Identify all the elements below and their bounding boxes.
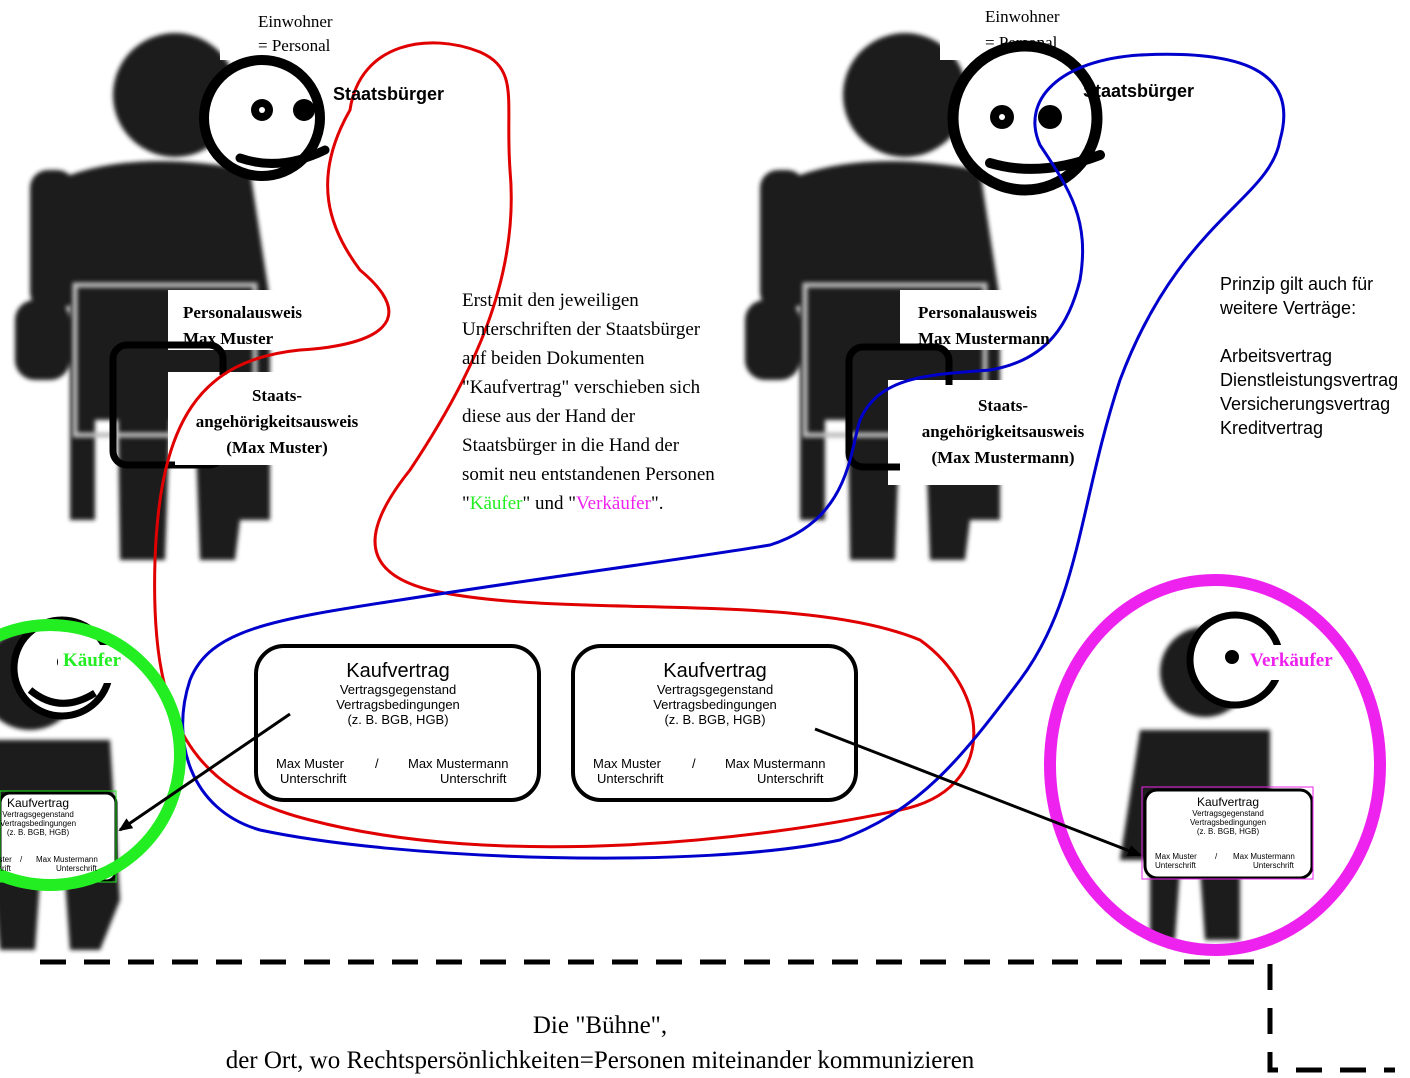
left-resident-line1: Einwohner [258,12,333,31]
explanation-seller-word: Verkäufer [576,493,651,514]
left-citizenship-line3: (Max Muster) [226,438,328,457]
explanation-line5: diese aus der Hand der [462,406,636,427]
left-resident-line2: = Personal [258,36,331,55]
explanation-line8: "Käufer" und "Verkäufer". [462,493,664,514]
right-citizenship-line2: angehörigkeitsausweis [921,422,1085,441]
explanation-line3: auf beiden Dokumenten [462,348,645,369]
explanation-line2: Unterschriften der Staatsbürger [462,319,701,340]
left-citizen-label: Staatsbürger [333,84,445,104]
principle-line2: weitere Verträge: [1220,298,1357,318]
stage-caption: Die "Bühne", der Ort, wo Rechtspersönlic… [0,1008,1200,1078]
contract-left-subject: Vertragsgegenstand [339,682,457,697]
blue-signature-loop [181,52,1286,860]
principle-item-work: Arbeitsvertrag [1220,346,1333,366]
explanation-line7: somit neu entstandenen Personen [462,464,715,485]
right-id-card-label: Personalausweis Max Mustermann [918,300,1050,352]
contract-right-terms: Vertragsbedingungen [653,697,777,712]
right-resident-line1: Einwohner [985,7,1060,26]
right-id-line2: Max Mustermann [918,329,1050,348]
contract-box-left [254,644,541,802]
seller-contract: Kaufvertrag Vertragsgegenstand Vertragsb… [1147,796,1309,876]
left-citizenship-line1: Staats- [251,386,303,405]
right-citizen-label: Staatsbürger [1083,81,1195,101]
seller-label: Verkäufer [1250,650,1333,671]
left-smiley-icon [199,55,330,181]
contract-left-separator: / [375,756,379,771]
contract-right-subject: Vertragsgegenstand [656,682,774,697]
left-citizenship-label: Staats- angehörigkeitsausweis (Max Muste… [172,383,382,461]
right-id-line1: Personalausweis [918,303,1037,322]
arrow-to-buyer [118,712,291,832]
contract-right-separator: / [692,756,696,771]
contract-left: Kaufvertrag Vertragsgegenstand Vertragsb… [258,660,538,798]
contract-left-law: (z. B. BGB, HGB) [347,712,449,727]
contract-left-title: Kaufvertrag [346,660,450,682]
left-id-card-label: Personalausweis Max Muster [183,300,302,352]
stage-dashed-border [40,959,1395,1073]
explanation-line6: Staatsbürger in die Hand der [462,435,680,456]
contract-box-right [571,644,858,802]
buyer-contract: Kaufvertrag Vertragsgegenstand Vertragsb… [0,797,116,877]
contract-right-law: (z. B. BGB, HGB) [664,712,766,727]
left-id-line1: Personalausweis [183,303,302,322]
right-smiley-icon [947,40,1105,196]
buyer-circle [0,619,186,891]
contract-left-terms: Vertragsbedingungen [336,697,460,712]
right-resident-line2: = Personal [985,33,1058,52]
contract-right: Kaufvertrag Vertragsgegenstand Vertragsb… [575,660,855,798]
right-citizenship-line1: Staats- [977,396,1029,415]
principle-line1: Prinzip gilt auch für [1220,274,1374,294]
explanation-line4: "Kaufvertrag" verschieben sich [462,377,701,398]
explanation-line1: Erst mit den jeweiligen [462,290,639,311]
stage-caption-line2: der Ort, wo Rechtspersönlichkeiten=Perso… [225,1047,975,1074]
explanation-buyer-word: Käufer [469,493,523,514]
red-signature-loop [153,41,976,849]
seller-contract-title: Kaufvertrag [1196,795,1260,809]
principle-item-credit: Kreditvertrag [1220,418,1324,438]
left-citizenship-line2: angehörigkeitsausweis [195,412,359,431]
buyer-contract-title: Kaufvertrag [6,796,70,810]
arrow-to-seller [814,727,1142,857]
seller-circle [1044,574,1386,956]
right-resident-label: Einwohner = Personal [985,4,1060,56]
right-citizenship-label: Staats- angehörigkeitsausweis (Max Muste… [898,393,1108,471]
left-resident-label: Einwohner = Personal [258,10,333,58]
buyer-label: Käufer [63,650,122,671]
principle-item-service: Dienstleistungsvertrag [1220,370,1399,390]
left-id-line2: Max Muster [183,329,274,348]
contract-right-title: Kaufvertrag [663,660,767,682]
explanation-text: Erst mit den jeweiligen Unterschriften d… [462,286,715,518]
principle-item-insurance: Versicherungsvertrag [1220,394,1391,414]
seller-mini-contract [1143,788,1314,880]
right-citizenship-line3: (Max Mustermann) [931,448,1075,467]
stage-caption-line1: Die "Bühne", [532,1012,668,1039]
principle-text: Prinzip gilt auch für weitere Verträge: … [1220,272,1410,440]
